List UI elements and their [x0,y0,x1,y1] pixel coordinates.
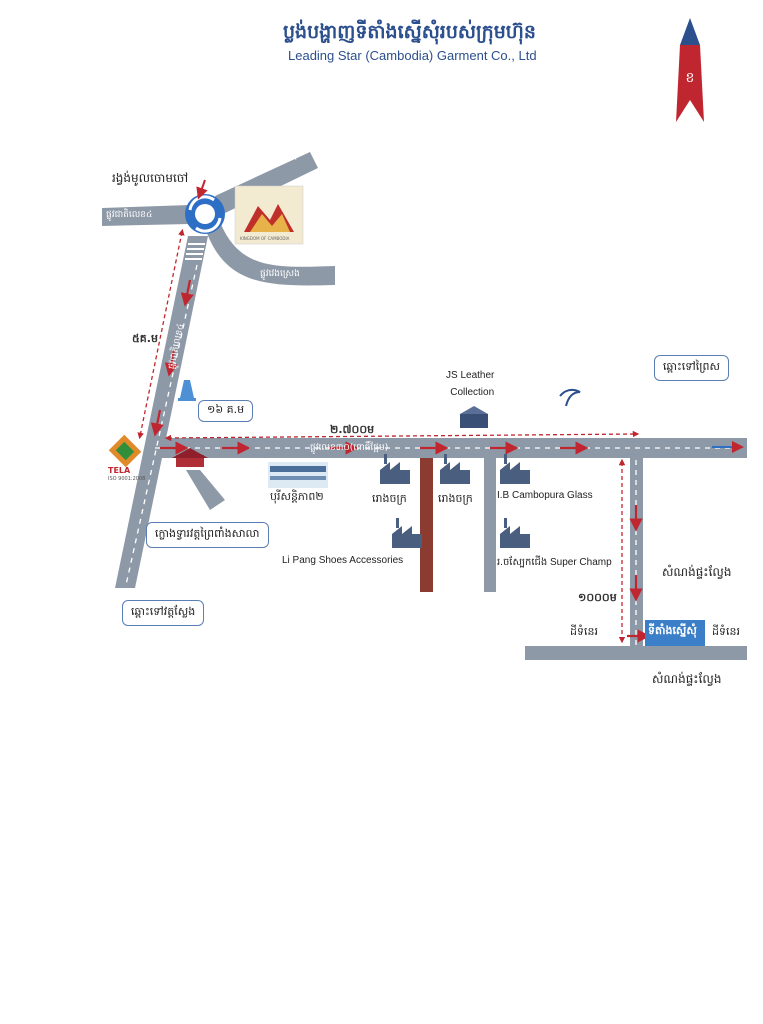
road-bottom [525,646,747,660]
factory-icon [440,454,470,484]
road-curve [205,222,335,286]
road-label-upper-right: ផ្លូវវេងស្រេង [260,269,300,279]
title-khmer: ប្លង់បង្ហាញទីតាំងស្នើសុំរបស់ក្រុមហ៊ុន [283,21,536,43]
callout-pagoda-gate: ក្លោងទ្វារវត្តព្រៃពាំងសាលា [146,522,269,548]
road-label-horizontal: ផ្លូវលេខ៣០(ពោធិ៍ផ្អែម) [310,443,389,453]
callout-to-prey: ឆ្ពោះទៅព្រៃស [654,355,729,381]
factory-icon [500,454,530,484]
airport-sign-label: KINGDOM OF CAMBODIA [240,236,290,241]
distance-horizontal: ២.៧០០ម [330,423,375,436]
factory-icon [500,518,530,548]
tela-logo [108,434,142,468]
distance-final: ១០០០ម [578,591,617,604]
site-label: ទីតាំងស្នើសុំ [648,624,697,637]
empty-land-right-label: ដីទំនេរ [712,625,740,638]
factory-b-label: រោងចក្រ [438,492,473,505]
title-english: Leading Star (Cambodia) Garment Co., Ltd [288,48,537,63]
factory-a-label: រោងចក្រ [372,492,407,505]
distance-lines [137,228,640,644]
tela-sub-label: ISO 9001:2008 [108,476,146,482]
bus-stop-icon [178,380,196,401]
borey-label: បុរីសន្តិភាព២ [270,490,324,503]
distance-bus-stop: ១៦ គ.ម [198,400,254,422]
road-label-national-4: ផ្លូវជាតិលេខ៤ [106,210,153,220]
factory-icon [380,454,530,548]
road-branch-cambopura [484,458,496,592]
cambopura-label: I.B Cambopura Glass [497,490,593,501]
direction-arrows [150,279,651,643]
borey-building [268,462,328,488]
callout-to-kbal-spean: ឆ្ពោះទៅវត្តស្លែង [122,600,205,626]
js-leather-label: JS Leather Collection [446,370,495,398]
roundabout-label: រង្វង់មូលចោមចៅ [112,171,189,185]
js-leather-building [460,406,488,428]
road-stub [186,470,225,510]
super-champ-label: រ.ចស្បែកជើង Super Champ [497,557,612,568]
factory-icon [392,518,422,548]
site-marker [645,620,705,646]
crosswalk [185,243,205,260]
tela-label: TELA [108,466,131,475]
bird-icon [559,388,581,407]
north-arrow-icon: ខ [676,18,704,122]
empty-land-left-label: ដីទំនេរ [570,625,598,638]
pagoda-gate-icon [172,448,208,467]
airport-sign [234,185,304,245]
roundabout-icon [185,179,225,234]
residential-label-bottom: សំណង់ផ្ទះល្វែង [652,672,722,686]
residential-label-top: សំណង់ផ្ទះល្វែង [662,565,732,579]
distance-vertical: ៥គ.ម [132,332,158,345]
factory-icon [380,454,410,484]
li-pang-label: Li Pang Shoes Accessories [282,555,404,566]
road-branch-brown [420,458,433,592]
svg-text:ខ: ខ [686,70,695,86]
road-national-4 [102,205,190,226]
